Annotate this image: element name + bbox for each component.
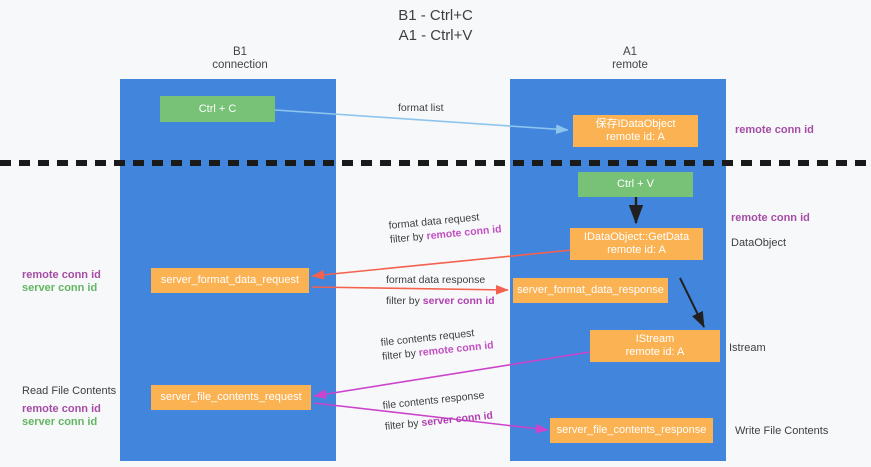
node-server-file-contents-request[interactable]: server_file_contents_request bbox=[151, 385, 311, 410]
node-ctrl-v[interactable]: Ctrl + V bbox=[578, 172, 693, 197]
edge-file-contents-response-line2: filter by server conn id bbox=[384, 409, 493, 434]
node-getdata-line1: IDataObject::GetData bbox=[583, 231, 690, 243]
node-server-file-contents-request-label: server_file_contents_request bbox=[160, 391, 302, 403]
node-istream[interactable]: IStream remote id: A bbox=[590, 330, 720, 362]
node-getdata-line2: remote id: A bbox=[607, 244, 666, 256]
node-server-file-contents-response[interactable]: server_file_contents_response bbox=[550, 418, 713, 443]
annotation-left-remote-conn-id-mid: remote conn id bbox=[22, 269, 101, 281]
column-a1-role: remote bbox=[612, 59, 648, 71]
node-save-idataobject-line1: 保存IDataObject bbox=[595, 118, 676, 130]
annotation-remote-conn-id-mid: remote conn id bbox=[731, 212, 810, 224]
edge-format-data-response-prefix: filter by bbox=[386, 295, 423, 307]
node-save-idataobject-line2: remote id: A bbox=[606, 131, 665, 143]
annotation-remote-conn-id-top: remote conn id bbox=[735, 124, 814, 136]
annotation-dataobject: DataObject bbox=[731, 237, 787, 249]
annotation-left-remote-conn-id-bottom: remote conn id bbox=[22, 403, 101, 415]
annotation-left-server-conn-id-bottom: server conn id bbox=[22, 416, 98, 428]
column-b1-name: B1 bbox=[232, 46, 248, 58]
node-server-format-data-request[interactable]: server_format_data_request bbox=[151, 268, 309, 293]
column-a1-name: A1 bbox=[622, 46, 638, 58]
edge-format-list-text: format list bbox=[398, 102, 444, 114]
annotation-write-file-contents: Write File Contents bbox=[735, 425, 829, 437]
edge-file-contents-response-key: server conn id bbox=[420, 409, 494, 429]
column-header-a1: A1 remote bbox=[545, 46, 715, 72]
edge-file-contents-response-line1: file contents response bbox=[382, 389, 485, 412]
node-ctrl-c[interactable]: Ctrl + C bbox=[160, 96, 275, 122]
title-line-2: A1 - Ctrl+V bbox=[398, 27, 473, 44]
node-server-format-data-request-label: server_format_data_request bbox=[160, 274, 300, 286]
node-server-format-data-response-label: server_format_data_response bbox=[517, 284, 664, 296]
node-idataobject-getdata[interactable]: IDataObject::GetData remote id: A bbox=[570, 228, 703, 260]
column-b1-role: connection bbox=[212, 59, 268, 71]
edge-format-data-response-line2: filter by server conn id bbox=[386, 294, 495, 308]
edge-label-format-data-request: format data request filter by remote con… bbox=[388, 208, 502, 247]
edge-label-file-contents-response: file contents response filter by server … bbox=[382, 388, 494, 434]
node-istream-line1: IStream bbox=[635, 333, 675, 345]
node-server-format-data-response[interactable]: server_format_data_response bbox=[513, 278, 668, 303]
edge-format-data-request-prefix: filter by bbox=[389, 230, 428, 246]
column-header-b1: B1 connection bbox=[155, 46, 325, 72]
diagram-title: B1 - Ctrl+C A1 - Ctrl+V bbox=[0, 6, 871, 46]
annotation-read-file-contents: Read File Contents bbox=[22, 385, 117, 397]
edge-file-contents-response-prefix: filter by bbox=[384, 417, 423, 433]
edge-label-format-list: format list bbox=[398, 101, 444, 115]
node-save-idataobject[interactable]: 保存IDataObject remote id: A bbox=[573, 115, 698, 147]
edge-label-file-contents-request: file contents request filter by remote c… bbox=[380, 324, 494, 364]
edge-format-data-response-line1: format data response bbox=[386, 274, 486, 286]
title-line-1: B1 - Ctrl+C bbox=[398, 7, 473, 24]
annotation-left-server-conn-id-mid: server conn id bbox=[22, 282, 98, 294]
node-ctrl-v-label: Ctrl + V bbox=[617, 178, 654, 190]
annotation-istream: Istream bbox=[729, 342, 766, 354]
node-istream-line2: remote id: A bbox=[625, 346, 685, 358]
edge-label-format-data-response: format data response filter by server co… bbox=[386, 273, 495, 308]
edge-file-contents-request-prefix: filter by bbox=[381, 347, 420, 363]
node-ctrl-c-label: Ctrl + C bbox=[198, 102, 237, 115]
node-server-file-contents-response-label: server_file_contents_response bbox=[556, 424, 707, 436]
edge-format-data-response-key: server conn id bbox=[422, 295, 495, 307]
